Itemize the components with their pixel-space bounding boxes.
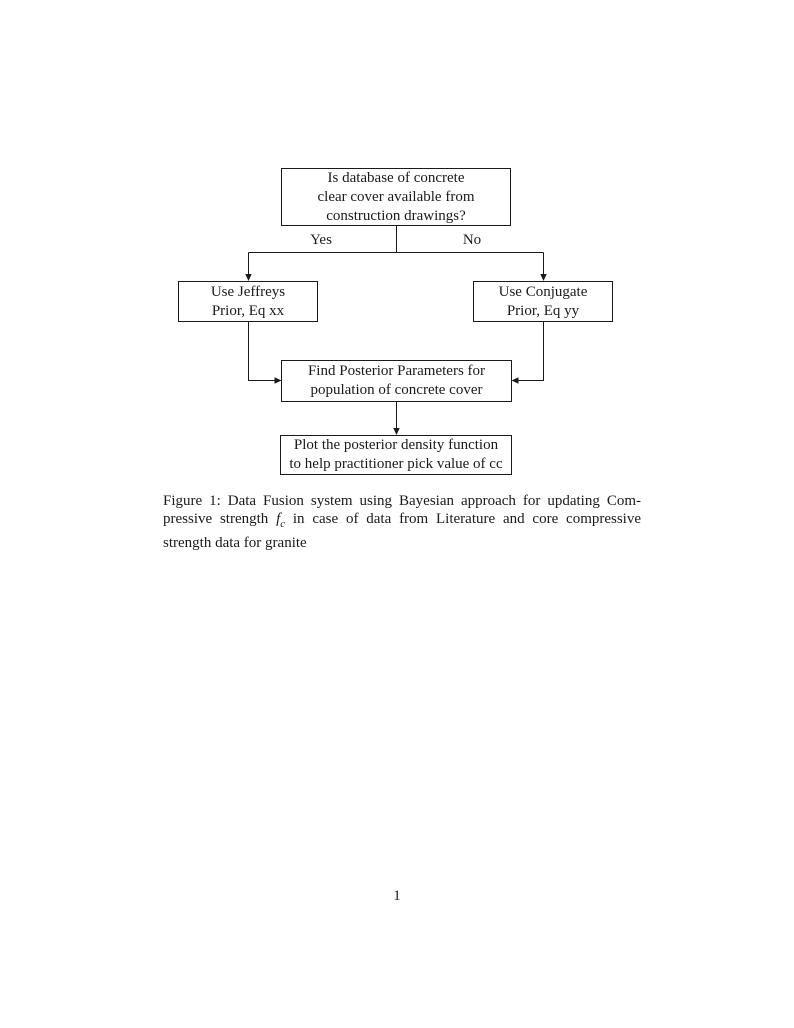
node-plot-line: Plot the posterior density function: [293, 437, 499, 453]
node-jeffreys-line: Use Jeffreys: [210, 283, 286, 300]
arrowhead-left-into-posterior-icon: [511, 377, 519, 384]
node-conjugate-line: Use Conjugate: [498, 283, 588, 300]
edge-label-yes: Yes: [310, 232, 332, 248]
math-fc-base: f: [276, 511, 281, 528]
arrowhead-down-yes-icon: [245, 274, 252, 281]
node-plot-line: to help practitioner pick value of cc: [289, 456, 503, 472]
page-number: 1: [393, 888, 401, 904]
caption-line-2-before: pressive strength: [163, 511, 269, 528]
flowchart-node-jeffreys-prior: Use Jeffreys Prior, Eq xx: [178, 281, 318, 322]
connector-conjugate-to-posterior: [517, 322, 544, 381]
figure-caption: Figure 1: Data Fusion system using Bayes…: [163, 492, 641, 552]
caption-line-2-after: in case of data from Literature and core…: [292, 511, 642, 528]
flowchart-node-plot-density: Plot the posterior density function to h…: [280, 435, 512, 475]
node-posterior-line: population of concrete cover: [310, 382, 483, 398]
connector-jeffreys-to-posterior: [248, 322, 275, 381]
node-jeffreys-line: Prior, Eq xx: [211, 302, 285, 319]
edge-label-no: No: [462, 232, 482, 248]
node-question-line: clear cover available from: [317, 188, 475, 205]
node-question-line: construction drawings?: [326, 207, 466, 224]
caption-line-3: strength data for granite: [163, 534, 307, 551]
arrowhead-down-no-icon: [540, 274, 547, 281]
flowchart-node-question: Is database of concrete clear cover avai…: [281, 168, 511, 226]
arrowhead-down-into-plot-icon: [393, 428, 400, 435]
math-fc-subscript: c: [280, 518, 286, 531]
caption-line-2: pressive strength fc in case of data fro…: [163, 510, 641, 533]
flowchart-node-conjugate-prior: Use Conjugate Prior, Eq yy: [473, 281, 613, 322]
node-question-line: Is database of concrete: [327, 169, 465, 186]
math-fc: fc: [276, 511, 286, 531]
flowchart-node-posterior-parameters: Find Posterior Parameters for population…: [281, 360, 512, 402]
caption-line-1: Figure 1: Data Fusion system using Bayes…: [163, 493, 641, 509]
node-conjugate-line: Prior, Eq yy: [506, 302, 580, 319]
node-posterior-line: Find Posterior Parameters for: [307, 363, 486, 379]
